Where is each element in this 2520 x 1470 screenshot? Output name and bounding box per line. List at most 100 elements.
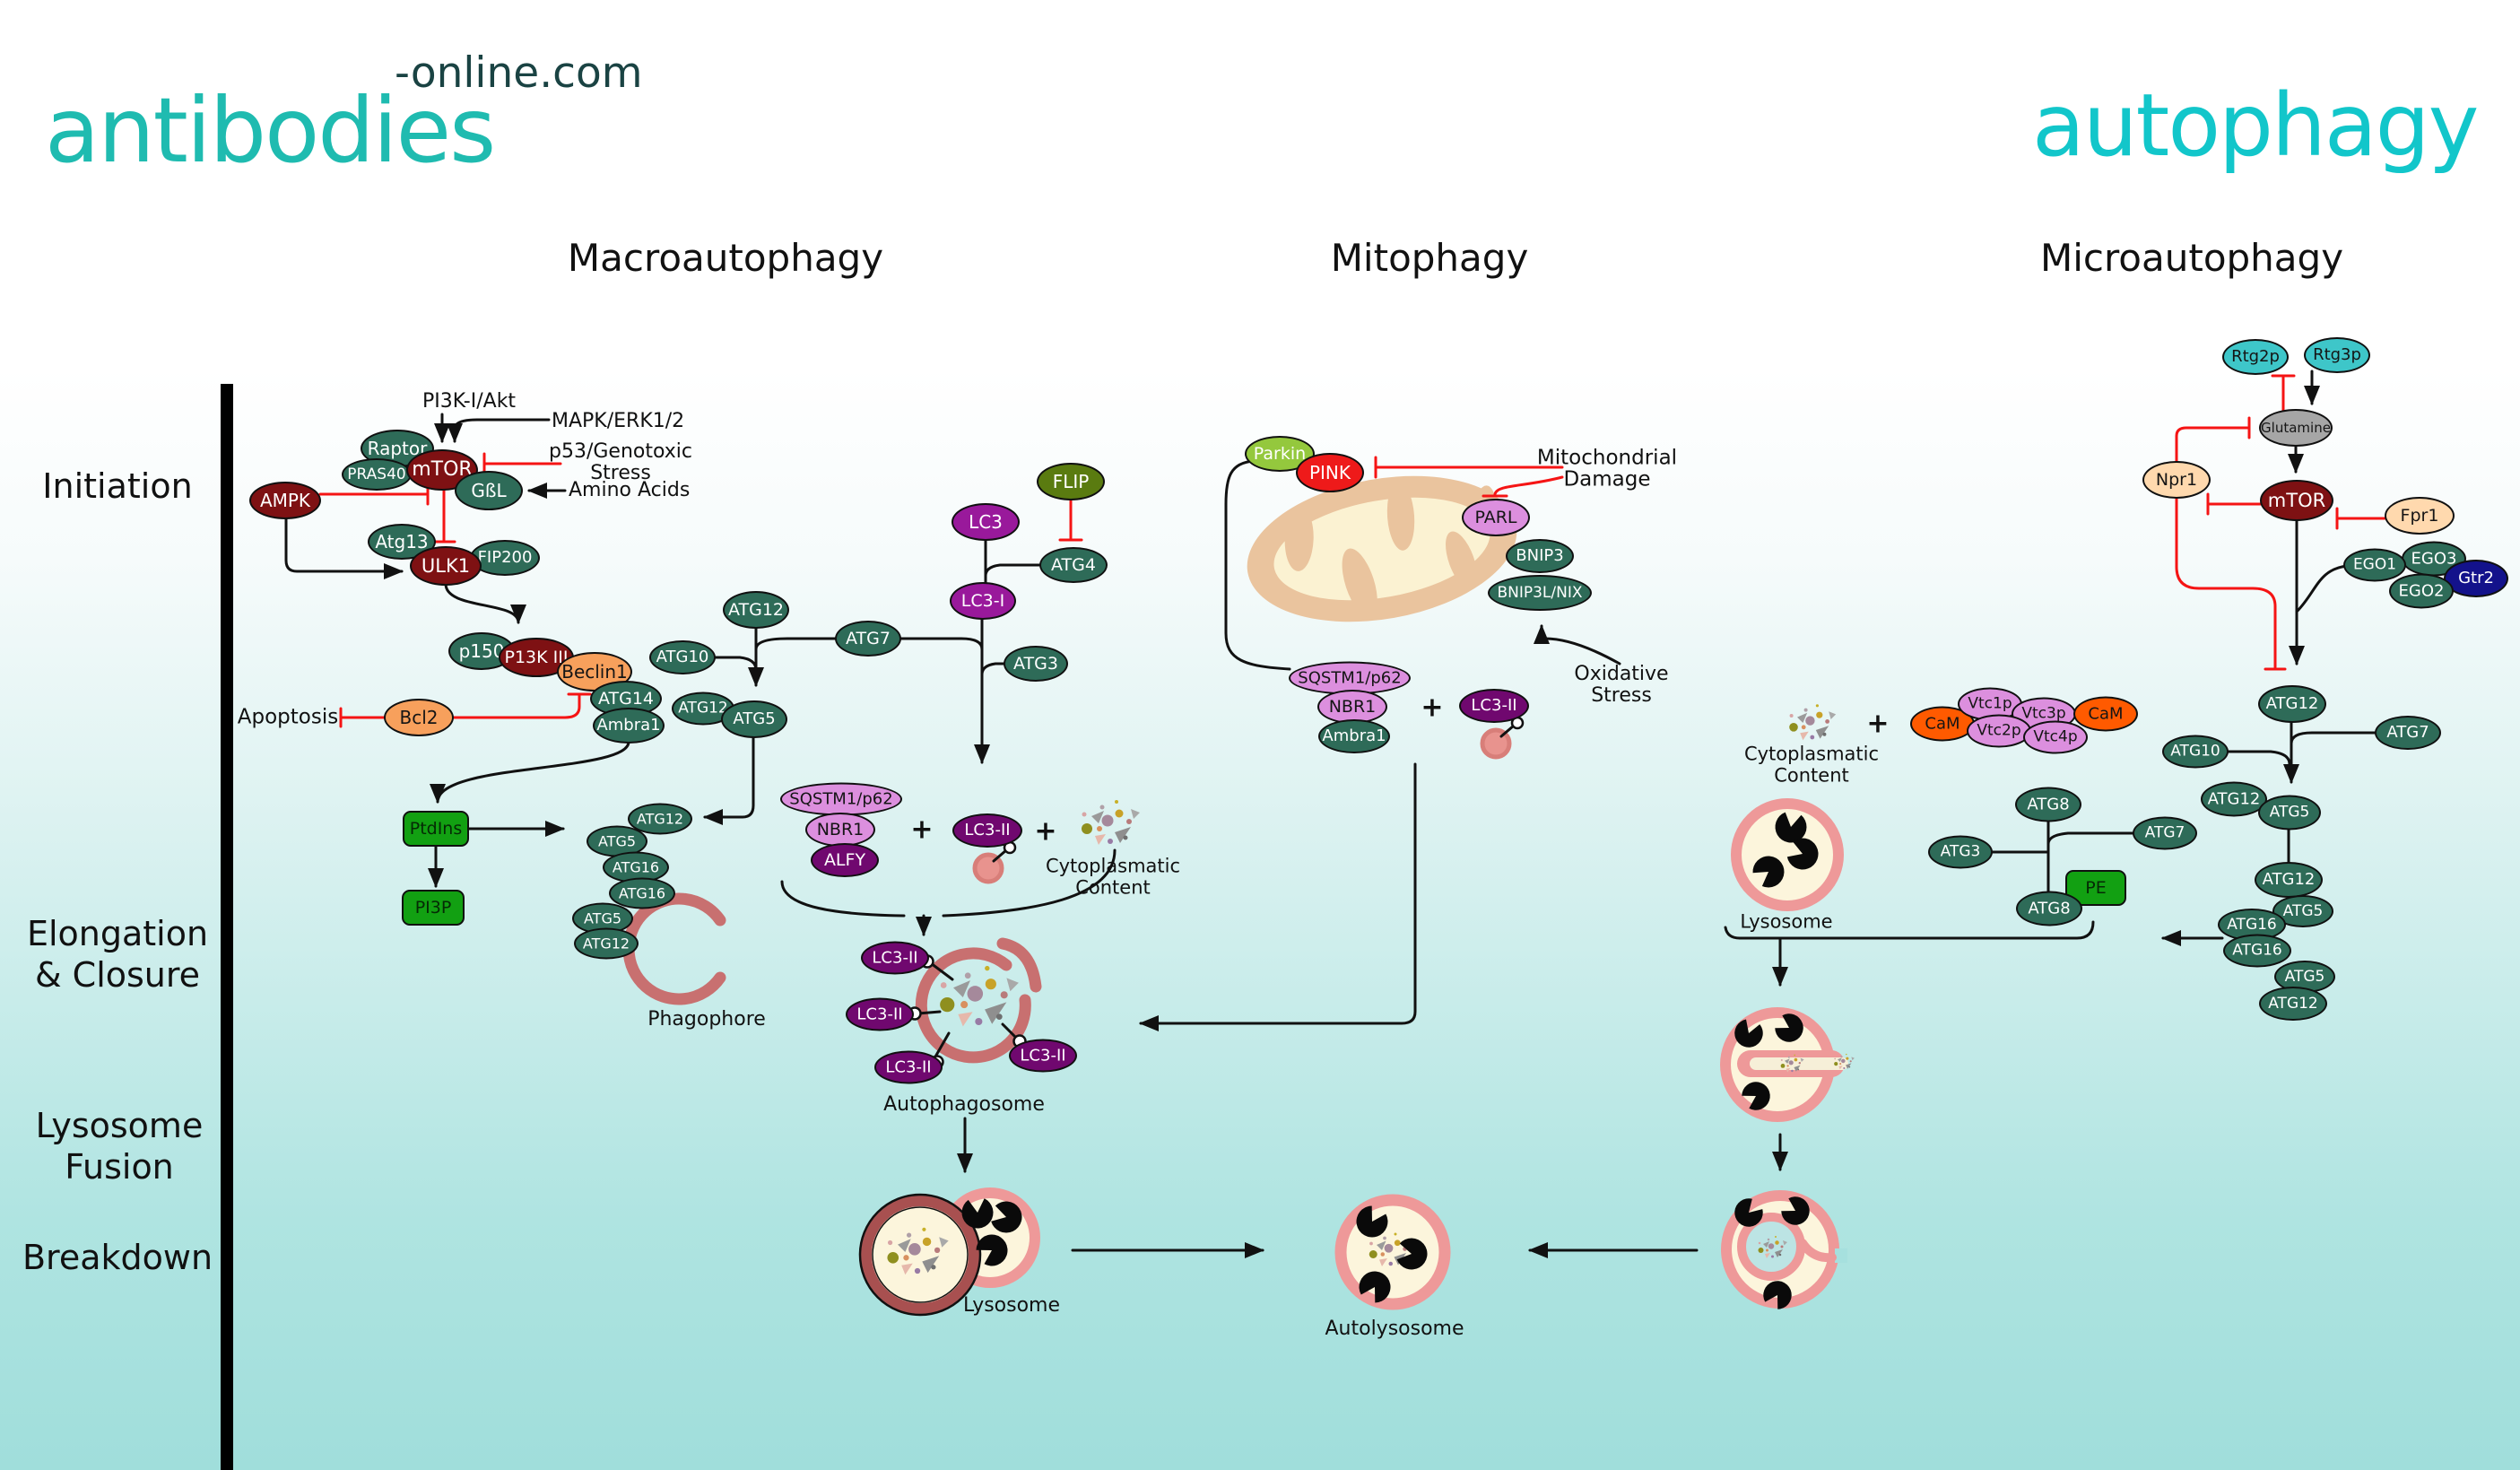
micro-vtc2p: Vtc2p xyxy=(1967,714,2031,748)
stage-label-fusion-line1: Lysosome xyxy=(35,1106,204,1146)
lc3ii-lipid-anchor-macro xyxy=(972,840,1017,884)
micro-atg3: ATG3 xyxy=(1928,835,1993,869)
macro-pi3p: PI3P xyxy=(402,890,465,926)
micro-ego2: EGO2 xyxy=(2389,573,2454,609)
stage-axis-bar xyxy=(221,384,233,1470)
mito-ambra1: Ambra1 xyxy=(1318,719,1390,753)
mito-parl: PARL xyxy=(1462,499,1530,536)
stage-label-fusion-line2: Fusion xyxy=(65,1147,174,1187)
stage-label-initiation: Initiation xyxy=(42,466,193,507)
micro-atg5-1: ATG5 xyxy=(2258,795,2321,831)
micro-vtc4p: Vtc4p xyxy=(2023,720,2088,754)
column-title-mitophagy: Mitophagy xyxy=(1330,235,1529,280)
macro-c-atg5a: ATG5 xyxy=(587,825,647,857)
inhibition-lines xyxy=(318,374,2387,728)
label-lysosome-micro: Lysosome xyxy=(1740,910,1833,933)
macro-connectors xyxy=(284,413,1264,1258)
macro-atg5-1: ATG5 xyxy=(721,700,787,738)
macro-ptdins: PtdIns xyxy=(403,811,469,847)
micro-lysosome-invagination-illustration xyxy=(1720,1007,1855,1122)
lc3ii-lipid-anchor-mito xyxy=(1480,716,1525,760)
mito-nbr1: NBR1 xyxy=(1317,690,1387,724)
annotation-mito-damage-line1: Mitochondrial xyxy=(1536,446,1678,470)
micro-ego1: EGO1 xyxy=(2343,548,2406,582)
annotation-oxidative-line2: Stress xyxy=(1591,683,1652,707)
logo-online-suffix: -online.com xyxy=(395,48,643,98)
logo-antibodies: antibodies xyxy=(45,78,496,183)
annotation-oxidative-line1: Oxidative xyxy=(1574,662,1669,685)
micro-lysosome-illustration xyxy=(1731,798,1844,911)
macro-sqstm1: SQSTM1/p62 xyxy=(780,782,902,816)
mito-bnip3: BNIP3 xyxy=(1506,539,1574,573)
macro-flip: FLIP xyxy=(1037,463,1105,500)
micro-fpr1: Fpr1 xyxy=(2385,497,2455,535)
micro-connectors xyxy=(1528,370,2379,1258)
plus-sign-mito: + xyxy=(1421,692,1444,724)
mito-sqstm1: SQSTM1/p62 xyxy=(1289,661,1411,695)
macro-lc3ii-4: LC3-II xyxy=(1009,1039,1077,1073)
macro-lc3ii-1: LC3-II xyxy=(861,941,929,975)
macro-ampk: AMPK xyxy=(249,482,321,519)
macro-ulk1: ULK1 xyxy=(410,546,482,586)
macro-lc3ii-2: LC3-II xyxy=(846,997,914,1031)
macro-ambra1: Ambra1 xyxy=(593,708,665,744)
micro-atg12-1: ATG12 xyxy=(2258,685,2326,723)
micro-atg12-3: ATG12 xyxy=(2255,862,2323,898)
macro-atg7: ATG7 xyxy=(835,621,901,657)
label-autolysosome: Autolysosome xyxy=(1325,1317,1464,1340)
stage-label-elongation-line1: Elongation xyxy=(26,914,209,954)
mito-pink: PINK xyxy=(1296,453,1364,492)
micro-lysosome-vesicle-illustration xyxy=(1721,1190,1847,1313)
column-title-microautophagy: Microautophagy xyxy=(2039,235,2344,280)
micro-atg16-2: ATG16 xyxy=(2223,934,2291,968)
macro-atg4: ATG4 xyxy=(1039,547,1108,583)
macro-gbl: GßL xyxy=(455,471,523,510)
macro-pras40: PRAS40 xyxy=(342,458,412,491)
macro-lc3ii-3: LC3-II xyxy=(874,1050,943,1084)
stage-label-breakdown: Breakdown xyxy=(22,1238,213,1278)
micro-cam-r: CaM xyxy=(2073,696,2138,732)
macro-bcl2: Bcl2 xyxy=(384,699,454,736)
micro-npr1: Npr1 xyxy=(2142,461,2211,499)
annotation-apoptosis: Apoptosis xyxy=(237,705,339,729)
micro-rtg2p: Rtg2p xyxy=(2222,339,2289,375)
macro-lc3ii-free: LC3-II xyxy=(952,813,1022,848)
annotation-p53-line2: Stress xyxy=(590,461,651,484)
macro-alfy: ALFY xyxy=(811,843,879,877)
plus-sign-macro-2: + xyxy=(1034,815,1057,848)
macro-c-atg16b: ATG16 xyxy=(609,877,675,909)
micro-atg8-2: ATG8 xyxy=(2016,891,2082,926)
label-lysosome-macro: Lysosome xyxy=(962,1293,1061,1317)
micro-glutamine: Glutamine xyxy=(2259,409,2333,447)
page-title-autophagy: autophagy xyxy=(2032,75,2479,176)
mito-connectors xyxy=(1139,459,1621,1031)
annotation-amino-acids: Amino Acids xyxy=(569,478,691,501)
annotation-mapk-erk: MAPK/ERK1/2 xyxy=(552,409,685,432)
macro-lc3: LC3 xyxy=(952,503,1020,541)
macro-c-atg12b: ATG12 xyxy=(574,927,639,960)
mito-lc3ii: LC3-II xyxy=(1459,689,1529,723)
label-phagophore: Phagophore xyxy=(647,1007,766,1031)
micro-atg10: ATG10 xyxy=(2162,735,2229,769)
label-cytoplasmatic-content-macro-line1: Cytoplasmatic xyxy=(1045,855,1181,877)
micro-atg12-4: ATG12 xyxy=(2259,987,2327,1021)
macro-atg12-1: ATG12 xyxy=(723,591,789,629)
micro-atg12-2: ATG12 xyxy=(2201,781,2267,817)
micro-atg7-2: ATG7 xyxy=(2133,816,2197,850)
annotation-p53-line1: p53/Genotoxic xyxy=(549,439,692,463)
micro-atg7-1: ATG7 xyxy=(2375,716,2441,750)
macro-atg3: ATG3 xyxy=(1004,646,1068,682)
macro-nbr1: NBR1 xyxy=(805,813,875,847)
column-title-macroautophagy: Macroautophagy xyxy=(567,235,884,280)
plus-sign-macro-1: + xyxy=(910,813,934,846)
label-cytoplasmatic-content-macro-line2: Content xyxy=(1075,876,1151,899)
annotation-mito-damage-line2: Damage xyxy=(1563,467,1651,491)
mito-bnip3l: BNIP3L/NIX xyxy=(1488,575,1592,611)
micro-atg8-1: ATG8 xyxy=(2015,787,2081,822)
autolysosome-illustration xyxy=(1334,1194,1451,1310)
micro-rtg3p: Rtg3p xyxy=(2304,337,2370,373)
label-cytoplasmatic-content-micro-line2: Content xyxy=(1774,764,1849,787)
